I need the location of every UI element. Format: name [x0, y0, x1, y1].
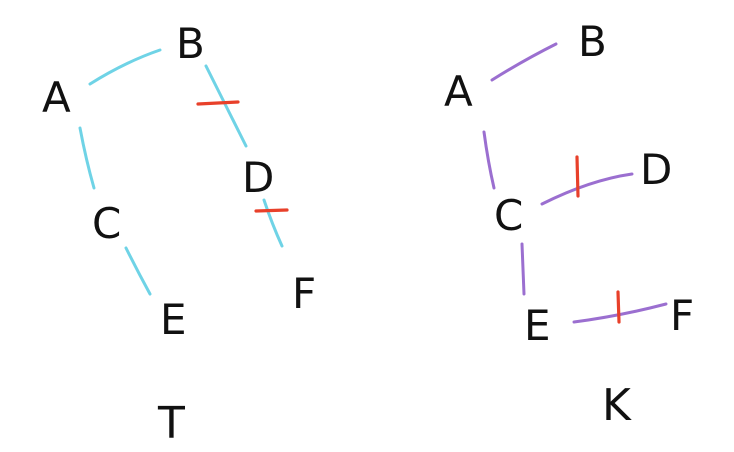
tree-label-t: T [157, 398, 185, 449]
edge-k-c-d [540, 172, 634, 206]
edge-k-a-c [482, 130, 496, 190]
node-k-a: A [444, 67, 473, 116]
node-k-d: D [640, 145, 672, 194]
node-t-b: B [176, 19, 205, 68]
node-t-e: E [160, 295, 187, 344]
cut-mark-t-b-d [196, 100, 240, 106]
node-k-e: E [524, 301, 551, 350]
graph-t: A B C D E F T [42, 19, 316, 449]
edge-t-b-d [204, 64, 248, 148]
node-t-a: A [42, 73, 71, 122]
node-t-d: D [242, 153, 274, 202]
cut-mark-k-c-d [575, 155, 580, 198]
edge-t-c-e [124, 246, 152, 296]
edge-t-d-f [262, 198, 284, 248]
edge-t-a-c [78, 126, 96, 190]
node-k-b: B [578, 17, 607, 66]
node-t-c: C [92, 199, 121, 248]
edge-t-a-b [88, 48, 162, 86]
node-k-f: F [670, 291, 694, 340]
cut-mark-t-d-f [254, 208, 289, 213]
edge-k-a-b [490, 42, 558, 82]
node-k-c: C [494, 191, 523, 240]
node-t-f: F [292, 269, 316, 318]
edge-k-c-e [520, 242, 526, 296]
cut-mark-k-e-f [616, 290, 621, 324]
graph-k: A B C D E F K [444, 17, 694, 431]
tree-label-k: K [602, 380, 632, 431]
